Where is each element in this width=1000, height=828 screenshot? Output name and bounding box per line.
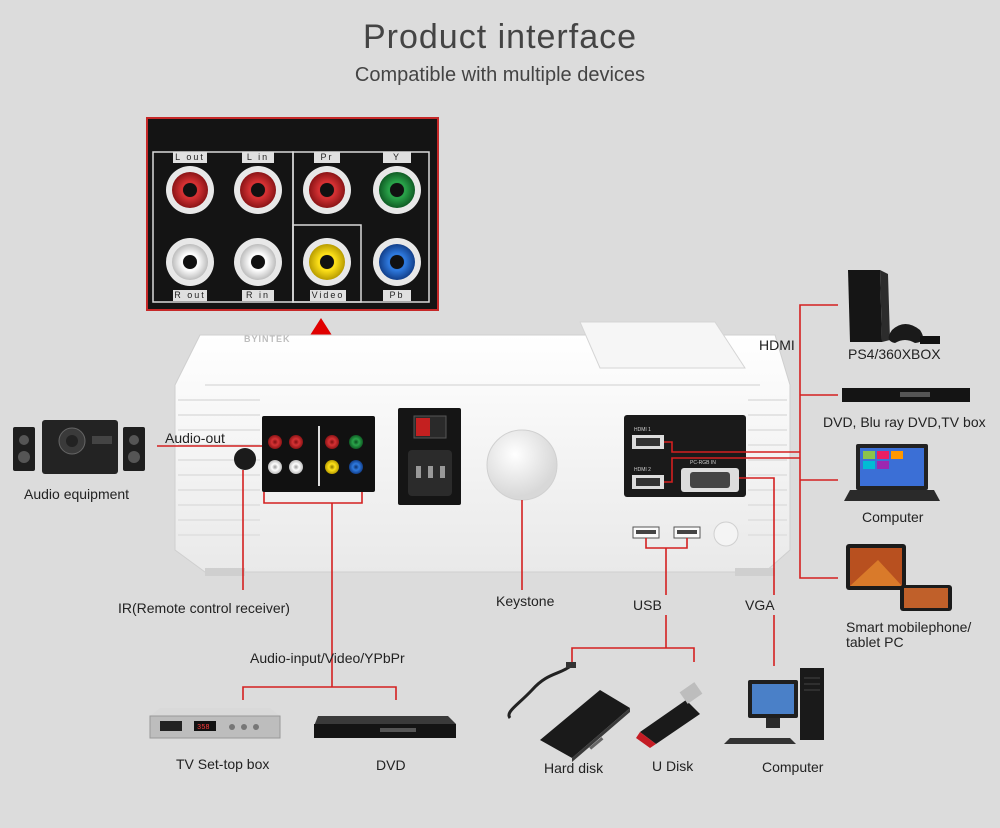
jack-label-video: Video (310, 290, 346, 301)
game-console-icon (848, 270, 940, 344)
hdmi1-port-label: HDMI 1 (634, 427, 651, 433)
jack-video (303, 238, 351, 286)
audio-equipment-label: Audio equipment (24, 486, 130, 502)
hard-disk-label: Hard disk (544, 760, 604, 776)
jack-r-in (234, 238, 282, 286)
jack-label-pr: Pr (314, 152, 340, 163)
jack-pr (303, 166, 351, 214)
computer-label-right: Computer (862, 509, 924, 525)
dvd-label: DVD (376, 757, 406, 773)
tablet-icon (846, 544, 952, 611)
dvd-player-icon (314, 716, 456, 738)
jack-r-out (166, 238, 214, 286)
jack-pb (373, 238, 421, 286)
projector-brand: BYINTEK (244, 334, 291, 344)
jack-l-out (166, 166, 214, 214)
vga-port-label: PC-RGB IN (690, 460, 716, 466)
speaker-icon (13, 420, 145, 474)
desktop-computer-icon (724, 668, 824, 744)
jack-label-r-out: R out (173, 290, 207, 301)
dvd-player-icon (842, 388, 970, 402)
ps4-label: PS4/360XBOX (848, 346, 941, 362)
vga-label: VGA (745, 597, 775, 613)
smartphone-label-line2: tablet PC (846, 634, 904, 650)
audio-out-label: Audio-out (165, 430, 225, 446)
dvd-bluray-label: DVD, Blu ray DVD,TV box (823, 414, 986, 430)
set-top-box-icon: 358 (149, 708, 281, 739)
jack-label-l-in: L in (242, 152, 274, 163)
page-title: Product interface (362, 18, 638, 56)
usb-stick-icon (636, 682, 703, 748)
jack-label-r-in: R in (242, 290, 274, 301)
svg-text:358: 358 (197, 724, 210, 732)
connector-lines (157, 304, 838, 700)
u-disk-label: U Disk (652, 758, 694, 774)
rca-jack-panel-closeup (146, 117, 439, 311)
computer-label-bottom: Computer (762, 759, 824, 775)
keystone-label: Keystone (496, 593, 555, 609)
page-subtitle: Compatible with multiple devices (354, 64, 646, 86)
jack-label-pb: Pb (383, 290, 411, 301)
smartphone-label-line1: Smart mobilephone/ (846, 619, 972, 635)
keystone-knob-icon (486, 429, 558, 501)
jack-label-y: Y (383, 152, 411, 163)
hdmi2-port-label: HDMI 2 (634, 467, 651, 473)
jack-y (373, 166, 421, 214)
hdmi-label: HDMI (759, 337, 795, 353)
projector-icon (174, 321, 791, 576)
ir-receiver-label: IR(Remote control receiver) (118, 600, 290, 616)
laptop-icon (844, 444, 940, 501)
jack-l-in (234, 166, 282, 214)
usb-label: USB (633, 597, 662, 613)
hard-disk-icon (507, 662, 630, 762)
jack-label-l-out: L out (173, 152, 207, 163)
audio-input-label: Audio-input/Video/YPbPr (250, 650, 405, 666)
tv-set-top-box-label: TV Set-top box (176, 756, 270, 772)
